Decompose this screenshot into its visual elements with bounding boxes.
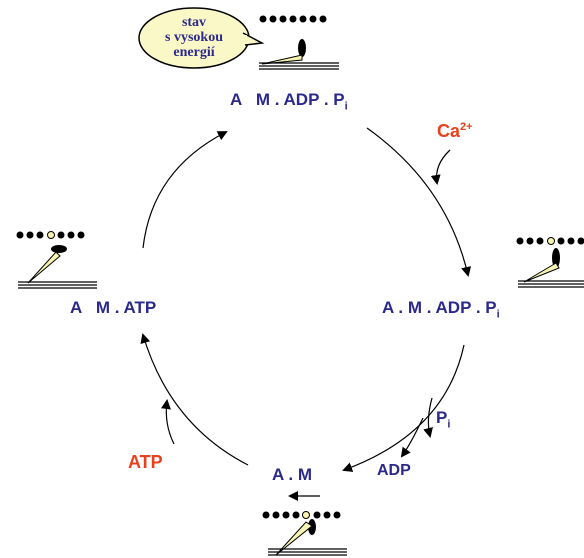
arrow-bottom-to-left [140,333,249,466]
high-energy-label: stav s vysokou energií [165,15,223,60]
state-right-label: A . M . ADP . Pi [382,298,500,321]
arrow-left-to-top [142,131,228,249]
state-left-label: A M . ATP [70,298,157,317]
pi-release-arrow [423,397,433,438]
adp-release-arrow [400,417,424,458]
top-crossbridge-icon [259,15,339,70]
pi-label: Pi [436,408,451,431]
adp-label: ADP [377,462,411,479]
arrow-top-to-right [366,127,472,277]
right-crossbridge-icon [516,237,584,288]
calcium-label: Ca2+ [437,121,473,141]
bottom-crossbridge-icon [262,491,347,556]
calcium-input-arrow [430,149,451,185]
arrow-right-to-bottom [342,344,465,472]
high-energy-bubble [138,7,265,69]
atp-label: ATP [128,452,163,472]
state-top-label: A M . ADP . Pi [230,90,348,113]
atp-input-arrow [161,399,175,445]
left-crossbridge-icon [16,231,97,289]
state-bottom-label: A . M [272,465,312,484]
cycle-arrows [140,127,472,472]
